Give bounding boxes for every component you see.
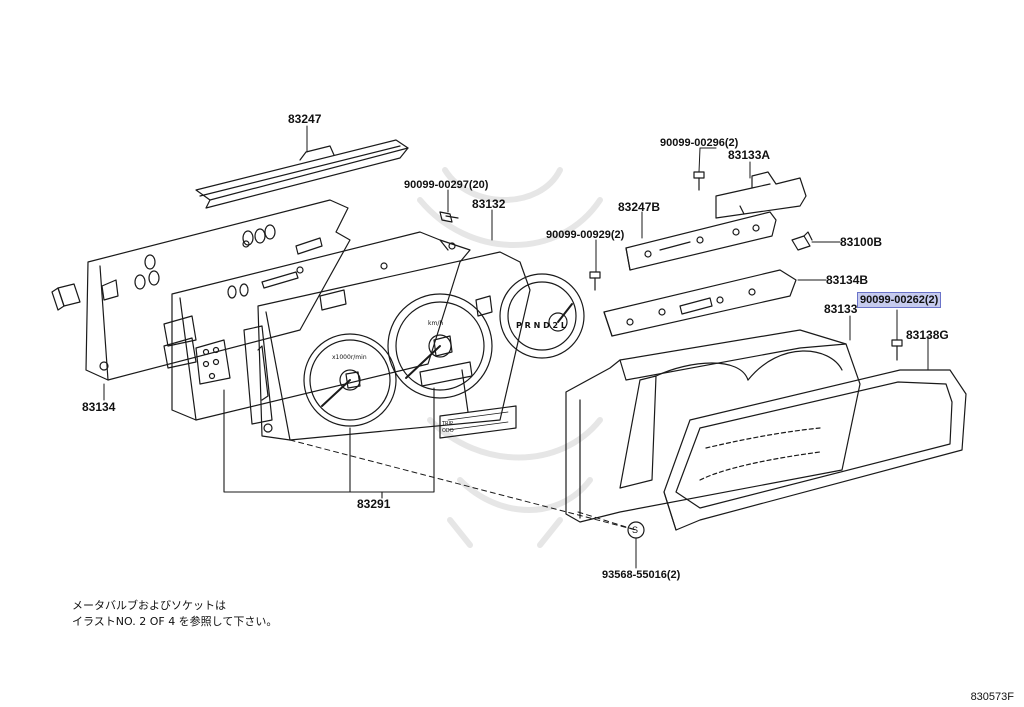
part-83100B-bulb: [791, 231, 813, 251]
odo-label-trip: TRIP: [442, 421, 454, 427]
dial-label-b: x1000r/min: [332, 354, 367, 361]
label-83132[interactable]: 83132: [472, 197, 506, 211]
dashed-alignment-lines: [289, 439, 637, 531]
leader-lines-83291: [223, 387, 435, 499]
dial-label-a: km/h: [428, 320, 444, 327]
label-83247B[interactable]: 83247B: [618, 200, 661, 214]
label-83134B[interactable]: 83134B: [826, 273, 869, 287]
dial-gear-letters: P R N D 2 L: [516, 321, 566, 330]
label-83291[interactable]: 83291: [357, 497, 391, 511]
label-90099-00929[interactable]: 90099-00929(2): [546, 229, 625, 241]
label-83133A[interactable]: 83133A: [728, 148, 771, 162]
label-83100B[interactable]: 83100B: [840, 235, 883, 249]
part-83132-circuit-plate: [163, 231, 471, 421]
part-83138G-bezel: [663, 369, 967, 531]
label-83138G[interactable]: 83138G: [906, 328, 949, 342]
part-83133-lens: [565, 329, 861, 523]
odo-label-odo: ODO: [442, 428, 454, 434]
part-83247B-strip: [625, 211, 777, 271]
screws: [439, 171, 903, 539]
note-line-2: イラストNO. 2 OF 4 を参照して下さい。: [72, 615, 278, 628]
label-83247[interactable]: 83247: [288, 112, 322, 126]
label-90099-00297[interactable]: 90099-00297(20): [404, 179, 489, 191]
part-83133A-bracket: [715, 171, 807, 219]
label-83134[interactable]: 83134: [82, 400, 116, 414]
note-line-1: メータバルブおよびソケットは: [72, 599, 226, 612]
screw-callout-letter: S: [632, 525, 639, 535]
label-93568-55016[interactable]: 93568-55016(2): [602, 569, 681, 581]
label-83133[interactable]: 83133: [824, 302, 858, 316]
label-leader-lines: [103, 125, 929, 569]
part-83247-strip: [195, 139, 409, 209]
watermark-emblem: [417, 167, 603, 548]
part-83134B-strip: [603, 269, 797, 337]
label-90099-00296[interactable]: 90099-00296(2): [660, 137, 739, 149]
label-90099-00262[interactable]: 90099-00262(2): [857, 292, 942, 308]
diagram-code: 830573F: [970, 691, 1014, 703]
part-83134-rear-plate: [51, 199, 351, 381]
part-83291-gauge-assembly: [243, 251, 585, 441]
